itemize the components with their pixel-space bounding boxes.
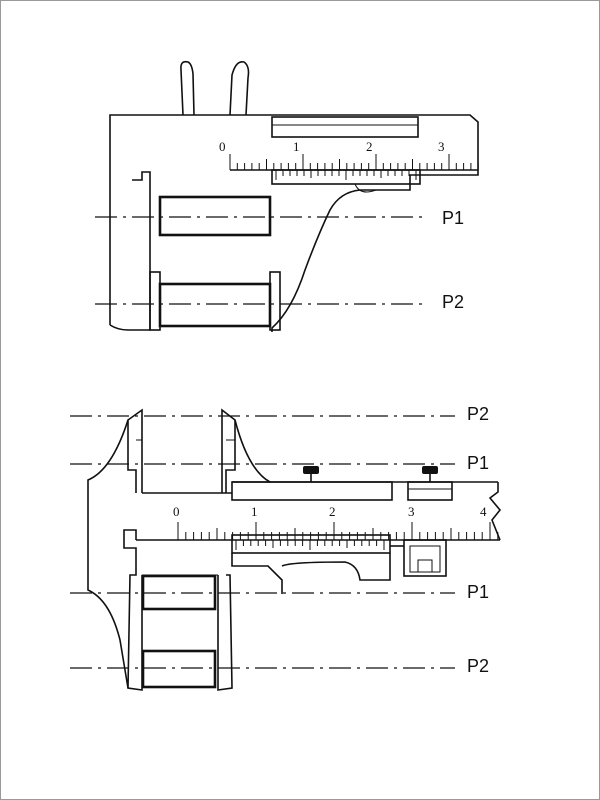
bottom-upper-jaw-sliding xyxy=(221,408,236,493)
bottom-lower-jaw-right xyxy=(217,574,233,691)
bottom-fine-adjust-block xyxy=(407,481,453,501)
bottom-scale-number: 1 xyxy=(251,504,258,519)
top-caliper: 0 1 2 3 P1 P2 xyxy=(95,60,479,332)
bottom-slider-bar xyxy=(231,481,393,501)
bottom-main-scale-ticks xyxy=(177,522,499,540)
label-p2-lower: P2 xyxy=(467,656,489,676)
bottom-caliper: 0 1 2 3 4 P2 P1 P1 P2 xyxy=(70,404,502,691)
top-slider-bar xyxy=(271,116,419,138)
label-p2-upper: P2 xyxy=(467,404,489,424)
bottom-scale-number: 3 xyxy=(408,504,415,519)
top-scale-number: 1 xyxy=(293,139,300,154)
top-scale-number: 0 xyxy=(219,139,226,154)
label-p1-upper: P1 xyxy=(467,453,489,473)
bottom-fixed-jaw-body xyxy=(87,419,129,689)
bottom-upper-jaw-fixed xyxy=(127,408,143,493)
top-fixed-jaw-body xyxy=(109,171,151,331)
bottom-vernier-ticks xyxy=(235,540,385,550)
top-block-p2 xyxy=(158,282,272,328)
bottom-lower-jaw-left xyxy=(127,556,143,691)
bottom-scale-number: 4 xyxy=(480,504,487,519)
label-p2-top: P2 xyxy=(442,292,464,312)
top-vernier-ticks xyxy=(275,170,417,180)
top-main-scale-ticks xyxy=(229,154,479,170)
top-scale-number: 2 xyxy=(366,139,373,154)
top-lower-jaw-left xyxy=(149,271,161,331)
bottom-scale-number: 0 xyxy=(173,504,180,519)
bottom-scale-number: 2 xyxy=(329,504,336,519)
locking-screw-icon xyxy=(303,466,319,482)
label-p1-top: P1 xyxy=(442,208,464,228)
top-block-p1 xyxy=(158,195,272,237)
bottom-block-p2 xyxy=(141,649,217,689)
bottom-fine-adjust-clamp xyxy=(403,539,447,577)
top-upper-jaw-sliding xyxy=(229,60,250,116)
adjust-screw-icon xyxy=(422,466,438,482)
label-p1-lower: P1 xyxy=(467,582,489,602)
top-upper-jaw-fixed xyxy=(180,60,195,116)
bottom-vernier-window xyxy=(231,534,391,554)
top-scale-number: 3 xyxy=(438,139,445,154)
